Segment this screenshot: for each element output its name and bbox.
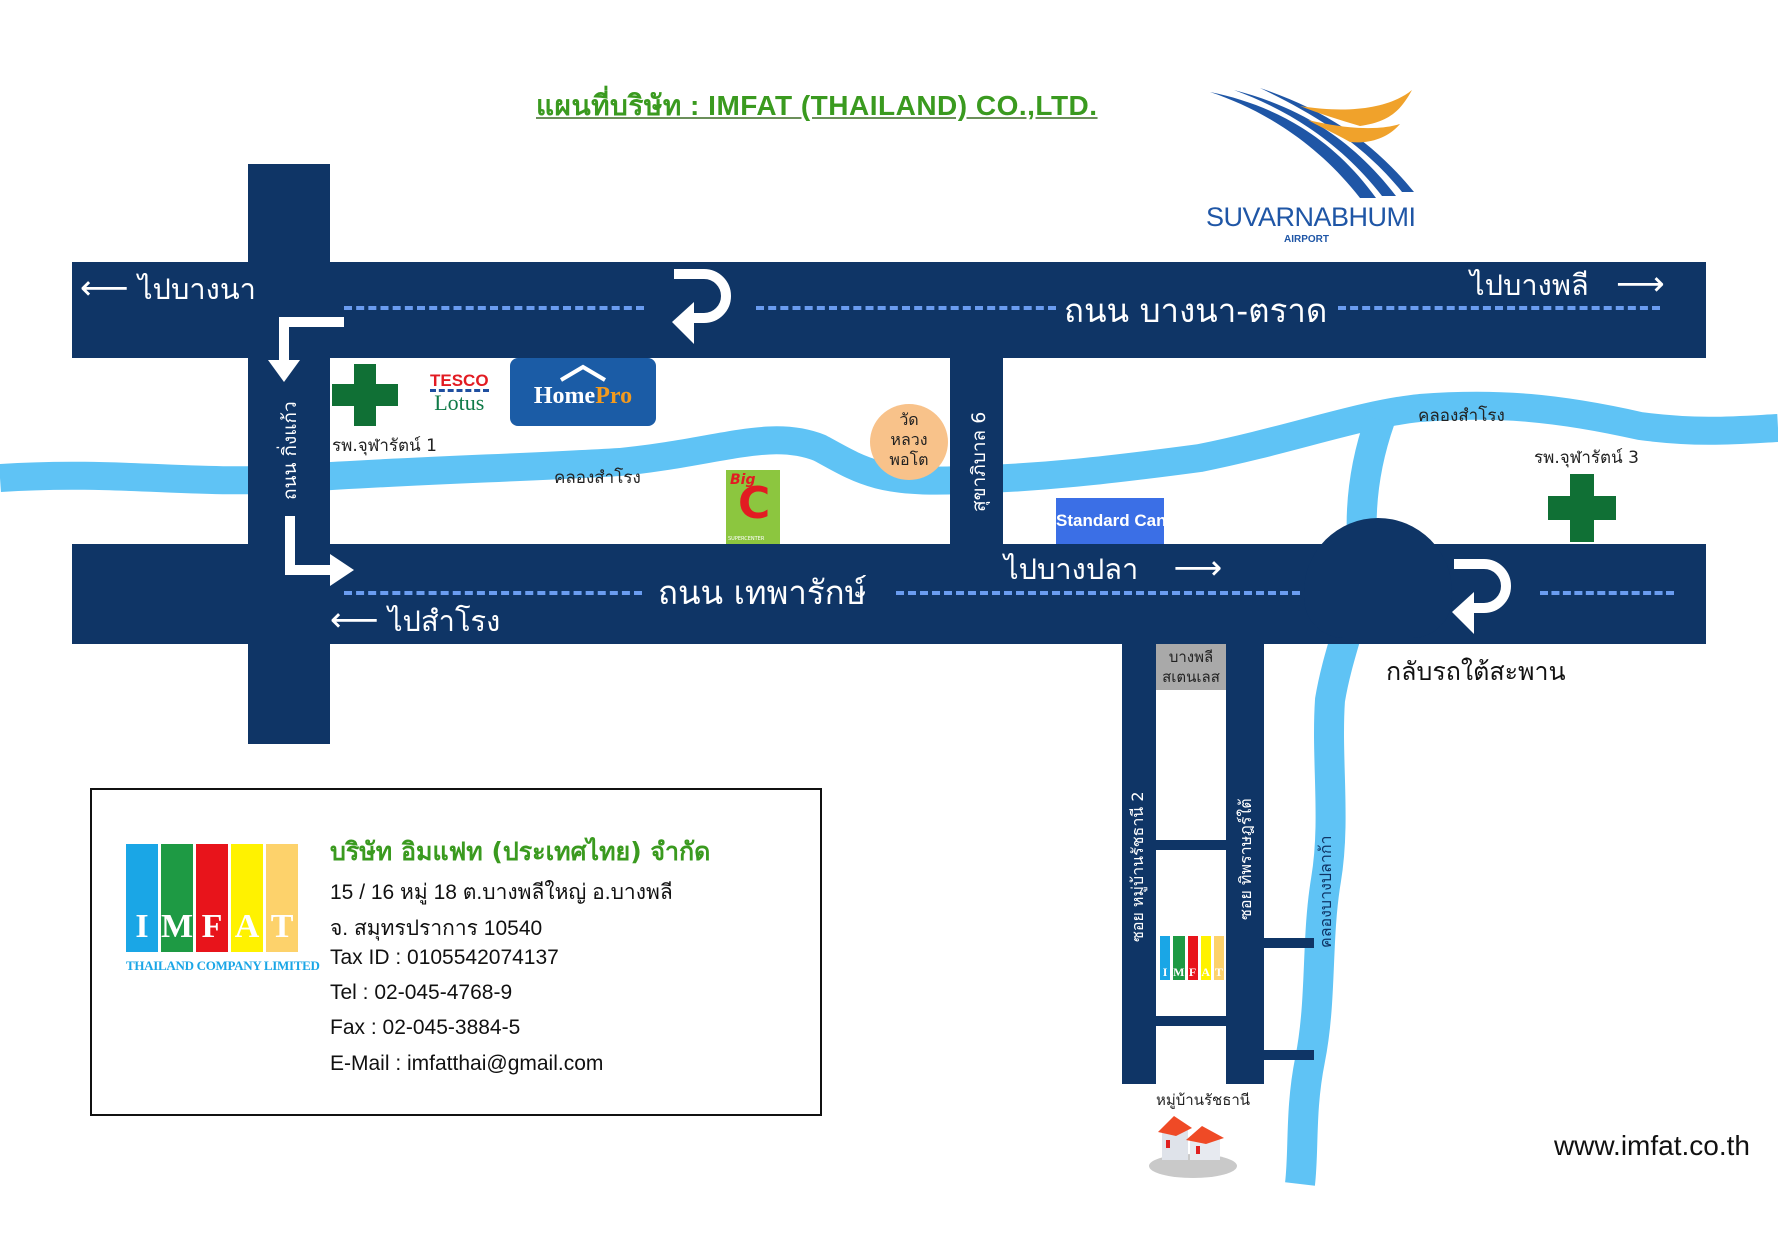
lane-dash xyxy=(1338,306,1660,310)
soi-thipphawan-label: ซอย ทิพราษฎร์ใต้ xyxy=(1236,798,1255,920)
tesco-lotus-logo: TESCO Lotus xyxy=(430,371,489,415)
direction-to-bangna: ⟵ ไปบางนา xyxy=(80,268,256,308)
fax: Fax : 02-045-3884-5 xyxy=(330,1016,521,1039)
direction-to-samrong: ⟵ ไปสำโรง xyxy=(330,600,501,640)
road-soi-rachathani-2 xyxy=(1122,644,1156,1084)
road-connector-1 xyxy=(1156,840,1226,850)
lane-dash xyxy=(896,591,1300,595)
road-name-sukhaphiban-6: สุขาภิบาล 6 xyxy=(968,411,990,512)
lane-dash xyxy=(1540,591,1674,595)
hospital-1-label: รพ.จุฬารัตน์ 1 xyxy=(332,436,437,456)
canal-samrong-label-2: คลองสำโรง xyxy=(1418,406,1505,426)
airport-name: SUVARNABHUMI xyxy=(1206,202,1416,232)
lane-dash xyxy=(756,306,1056,310)
big-c-logo: Big C SUPERCENTER xyxy=(726,470,780,544)
hospital-1-icon xyxy=(332,364,398,426)
road-bangna-trat xyxy=(72,262,1706,358)
homepro-logo: HomePro xyxy=(510,358,656,426)
arrow-right-icon: ⟶ xyxy=(1615,264,1665,304)
u-turn-icon xyxy=(672,269,731,344)
arrow-left-icon: ⟵ xyxy=(330,600,379,640)
lane-dash xyxy=(344,591,642,595)
soi-rachathani-2-label: ซอย หมู่บ้านรัชธานี 2 xyxy=(1128,791,1147,942)
imfat-location-marker: I M F A T xyxy=(1160,936,1225,980)
turn-right-arrow-icon xyxy=(285,516,354,586)
hospital-3-icon xyxy=(1548,474,1616,542)
road-name-bangna-trat: ถนน บางนา-ตราด xyxy=(1056,284,1336,337)
road-king-kaeo xyxy=(248,164,330,744)
road-name-king-kaeo: ถนน กิ่งแก้ว xyxy=(279,401,301,500)
village-rachathani-label: หมู่บ้านรัชธานี xyxy=(1156,1091,1251,1109)
road-spur-2 xyxy=(1264,1050,1314,1060)
road-soi-thipphawan xyxy=(1226,644,1264,1084)
address-line-1: 15 / 16 หมู่ 18 ต.บางพลีใหญ่ อ.บางพลี xyxy=(330,881,673,904)
hospital-3-label: รพ.จุฬารัตน์ 3 xyxy=(1534,448,1639,468)
u-turn-icon xyxy=(1452,559,1511,634)
standard-can-label: Standard Can xyxy=(1056,498,1167,544)
airport-wing-icon xyxy=(1210,88,1414,198)
road-spur-1 xyxy=(1264,938,1314,948)
road-connector-2 xyxy=(1156,1016,1226,1026)
houses-icon xyxy=(1149,1116,1237,1178)
address-line-2: จ. สมุทรปราการ 10540 xyxy=(330,917,543,940)
canal-bang-pla-label: คลองบางปลาก้า xyxy=(1316,835,1335,949)
direction-to-bang-pla: ไปบางปลา ⟶ xyxy=(1004,548,1223,588)
direction-to-bangphli: ไปบางพลี ⟶ xyxy=(1470,264,1665,304)
arrow-left-icon: ⟵ xyxy=(80,268,129,308)
lane-dash xyxy=(344,306,644,310)
canal-samrong xyxy=(0,391,1778,495)
company-contact-card: I M F A T THAILAND COMPANY LIMITED บริษั… xyxy=(90,788,822,1116)
arrow-right-icon: ⟶ xyxy=(1173,548,1223,588)
temple-luang-pho-to: วัด หลวง พอโต xyxy=(870,404,948,480)
bangphli-stainless-label: บางพลี สเตนเลส xyxy=(1156,644,1226,690)
email[interactable]: E-Mail : imfatthai@gmail.com xyxy=(330,1052,604,1075)
canal-samrong-label-1: คลองสำโรง xyxy=(554,468,641,488)
imfat-logo-tagline: THAILAND COMPANY LIMITED xyxy=(126,958,320,973)
road-name-theparak: ถนน เทพารักษ์ xyxy=(650,566,875,619)
map-title: แผนที่บริษัท : IMFAT (THAILAND) CO.,LTD. xyxy=(536,90,1098,121)
suvarnabhumi-airport-logo: SUVARNABHUMI AIRPORT xyxy=(1200,86,1420,246)
airport-subtitle: AIRPORT xyxy=(1284,234,1329,245)
company-name-th: บริษัท อิมแฟท (ประเทศไทย) จำกัด xyxy=(330,837,711,866)
tax-id: Tax ID : 0105542074137 xyxy=(330,946,559,969)
road-sukhaphiban-6 xyxy=(950,358,1003,544)
roundabout xyxy=(1304,518,1452,638)
telephone: Tel : 02-045-4768-9 xyxy=(330,981,513,1004)
turn-down-arrow-icon xyxy=(268,317,344,382)
u-turn-under-bridge-label: กลับรถใต้สะพาน xyxy=(1386,657,1566,686)
imfat-logo: I M F A T xyxy=(126,844,299,952)
house-roof-icon xyxy=(559,364,607,382)
website-link[interactable]: www.imfat.co.th xyxy=(1553,1130,1750,1161)
